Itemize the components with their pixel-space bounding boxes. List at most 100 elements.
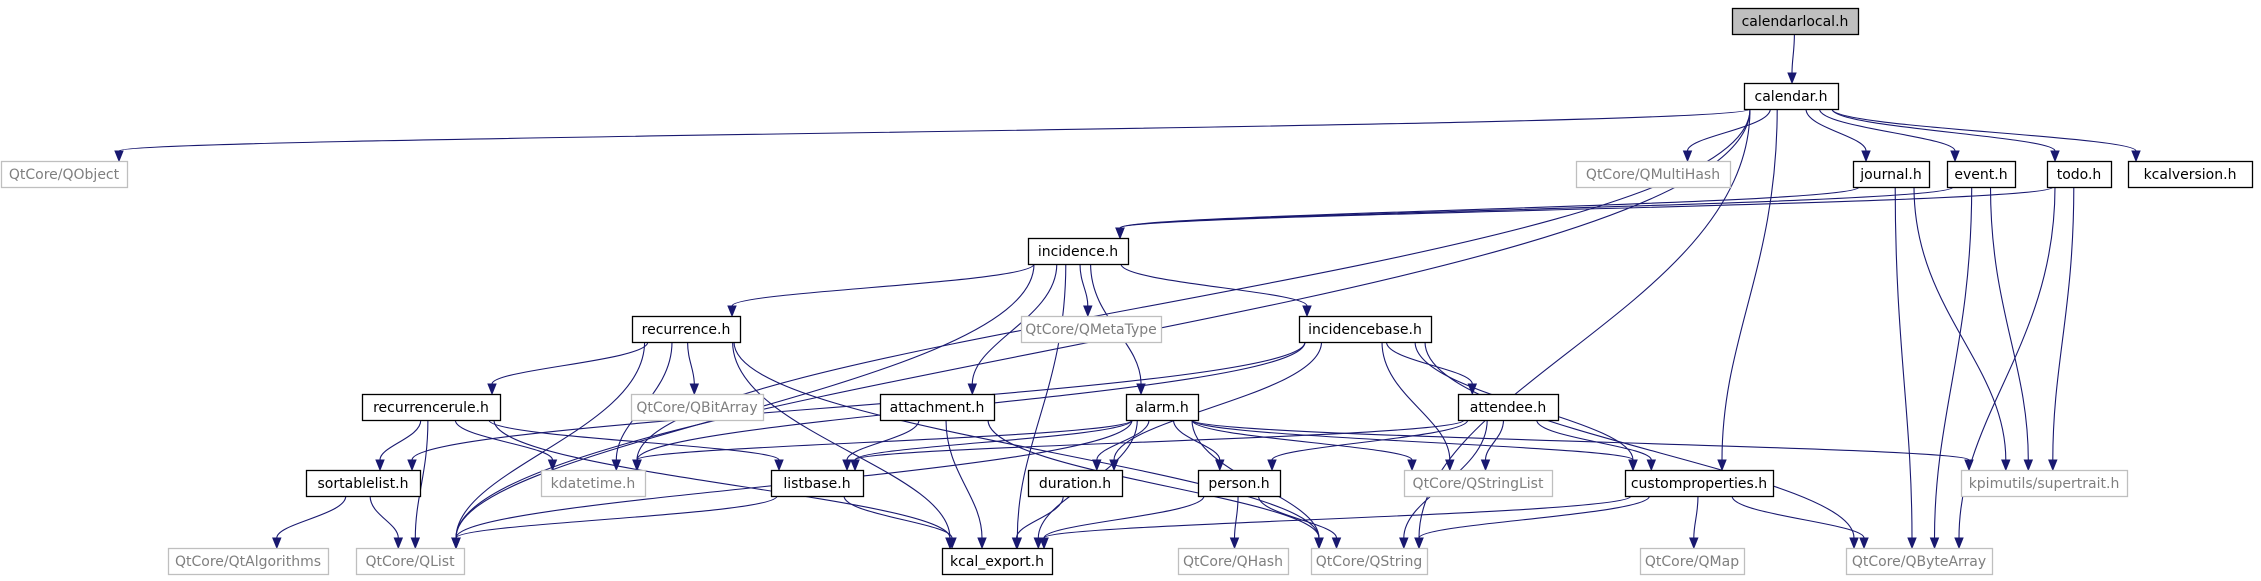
edge-journal-to-qbytearray bbox=[1894, 186, 1917, 550]
edge-arrowhead bbox=[947, 537, 957, 550]
edge-attachment-to-kcal-export bbox=[945, 419, 987, 550]
node-box bbox=[1457, 393, 1560, 422]
node-label: todo.h bbox=[2057, 167, 2102, 183]
edge-line bbox=[1271, 419, 1469, 461]
edge-incidence-to-recurrence bbox=[727, 263, 1035, 318]
edge-arrowhead bbox=[1907, 537, 1917, 550]
edge-line bbox=[493, 419, 951, 539]
edge-arrowhead bbox=[2048, 459, 2058, 472]
node-duration: duration.h bbox=[1027, 469, 1124, 498]
edge-attendee-to-person bbox=[1267, 419, 1469, 472]
node-box bbox=[770, 469, 865, 498]
node-label: QtCore/QHash bbox=[1183, 554, 1283, 570]
node-label: kpimutils/supertrait.h bbox=[1969, 476, 2120, 492]
edge-line bbox=[1385, 341, 1473, 385]
edge-line bbox=[455, 341, 646, 539]
edge-arrowhead bbox=[1861, 150, 1871, 163]
edge-arrowhead bbox=[1859, 537, 1869, 550]
edge-line bbox=[1791, 33, 1795, 74]
edge-arrowhead bbox=[1331, 537, 1342, 550]
edge-arrowhead bbox=[1033, 537, 1044, 550]
edge-line bbox=[1831, 108, 2137, 152]
node-label: calendar.h bbox=[1755, 89, 1828, 105]
edge-arrowhead bbox=[114, 150, 124, 163]
edge-arrowhead bbox=[393, 537, 404, 550]
node-box bbox=[1310, 547, 1429, 576]
edge-arrowhead bbox=[1445, 459, 1455, 472]
edge-arrowhead bbox=[1083, 305, 1093, 318]
node-qbitarray: QtCore/QBitArray bbox=[630, 393, 765, 422]
edge-incidencebase-to-qstringlist bbox=[1381, 341, 1455, 472]
edge-arrowhead bbox=[1302, 305, 1312, 318]
edge-incidence-to-incidencebase bbox=[1120, 263, 1312, 318]
node-recurrencerule: recurrencerule.h bbox=[361, 393, 502, 422]
node-box bbox=[879, 393, 996, 422]
node-label: kdatetime.h bbox=[551, 476, 636, 492]
edge-line bbox=[1989, 186, 2029, 461]
edge-calendar-to-qmultihash bbox=[1682, 108, 1771, 163]
edge-line bbox=[1043, 495, 1205, 539]
edge-line bbox=[1015, 495, 1064, 539]
edge-arrowhead bbox=[632, 459, 642, 472]
node-sortablelist: sortablelist.h bbox=[305, 469, 422, 498]
edge-recurrencerule-to-qlist bbox=[410, 419, 429, 550]
node-qlist: QtCore/QList bbox=[355, 547, 466, 576]
node-qmap: QtCore/QMap bbox=[1639, 547, 1746, 576]
edge-line bbox=[1120, 263, 1308, 307]
edge-arrowhead bbox=[1314, 537, 1324, 550]
edge-arrowhead bbox=[1229, 537, 1240, 550]
edge-line bbox=[1721, 108, 1778, 461]
edge-arrowhead bbox=[1964, 459, 1974, 472]
edge-line bbox=[1119, 186, 2054, 229]
edge-arrowhead bbox=[774, 459, 784, 472]
edge-recurrence-to-qlist bbox=[451, 341, 646, 550]
edge-line bbox=[455, 495, 778, 539]
edge-arrowhead bbox=[1092, 459, 1102, 472]
node-box bbox=[305, 469, 422, 498]
node-qstring: QtCore/QString bbox=[1310, 547, 1429, 576]
edge-calendar-to-customproperties bbox=[1717, 108, 1778, 472]
node-box bbox=[1743, 82, 1840, 111]
edge-line bbox=[1894, 186, 1913, 539]
node-recurrence: recurrence.h bbox=[631, 315, 742, 344]
edge-attendee-to-qstringlist bbox=[1480, 419, 1505, 472]
edge-arrowhead bbox=[1267, 459, 1277, 472]
node-box bbox=[1845, 547, 1994, 576]
edge-alarm-to-listbase bbox=[850, 419, 1133, 472]
node-label: attendee.h bbox=[1470, 400, 1546, 416]
edge-line bbox=[1536, 419, 1652, 461]
edge-person-to-kcal-export bbox=[1039, 495, 1205, 550]
node-journal: journal.h bbox=[1852, 160, 1931, 189]
node-label: calendarlocal.h bbox=[1742, 14, 1849, 30]
edge-line bbox=[1016, 263, 1067, 539]
edge-line bbox=[843, 495, 953, 539]
edge-recurrencerule-to-sortablelist bbox=[375, 419, 422, 472]
node-label: incidencebase.h bbox=[1308, 322, 1422, 338]
edge-line bbox=[1693, 495, 1699, 539]
edge-arrowhead bbox=[2131, 150, 2141, 163]
edge-arrowhead bbox=[407, 459, 417, 472]
edge-arrowhead bbox=[689, 383, 700, 396]
node-label: person.h bbox=[1208, 476, 1269, 492]
edge-calendarlocal-to-calendar bbox=[1787, 33, 1797, 85]
edge-line bbox=[488, 419, 780, 461]
node-label: recurrence.h bbox=[642, 322, 731, 338]
node-box bbox=[361, 393, 502, 422]
edge-todo-to-incidence bbox=[1115, 186, 2054, 240]
node-label: QtCore/QList bbox=[365, 554, 455, 570]
node-qtalgorithms: QtCore/QtAlgorithms bbox=[167, 547, 330, 576]
edge-arrowhead bbox=[1929, 537, 1940, 550]
node-box bbox=[631, 315, 742, 344]
edge-listbase-to-qlist bbox=[451, 495, 778, 550]
edge-line bbox=[1686, 108, 1771, 152]
edge-arrowhead bbox=[2001, 459, 2011, 472]
node-box bbox=[1960, 469, 2129, 498]
edge-line bbox=[1257, 495, 1338, 539]
edge-recurrence-to-recurrencerule bbox=[487, 341, 649, 396]
edge-calendar-to-kcalversion bbox=[1831, 108, 2141, 163]
node-box bbox=[1575, 160, 1732, 189]
edge-line bbox=[454, 419, 554, 461]
node-event: event.h bbox=[1946, 160, 2017, 189]
edge-arrowhead bbox=[375, 459, 385, 472]
edge-arrowhead bbox=[1950, 150, 1960, 163]
